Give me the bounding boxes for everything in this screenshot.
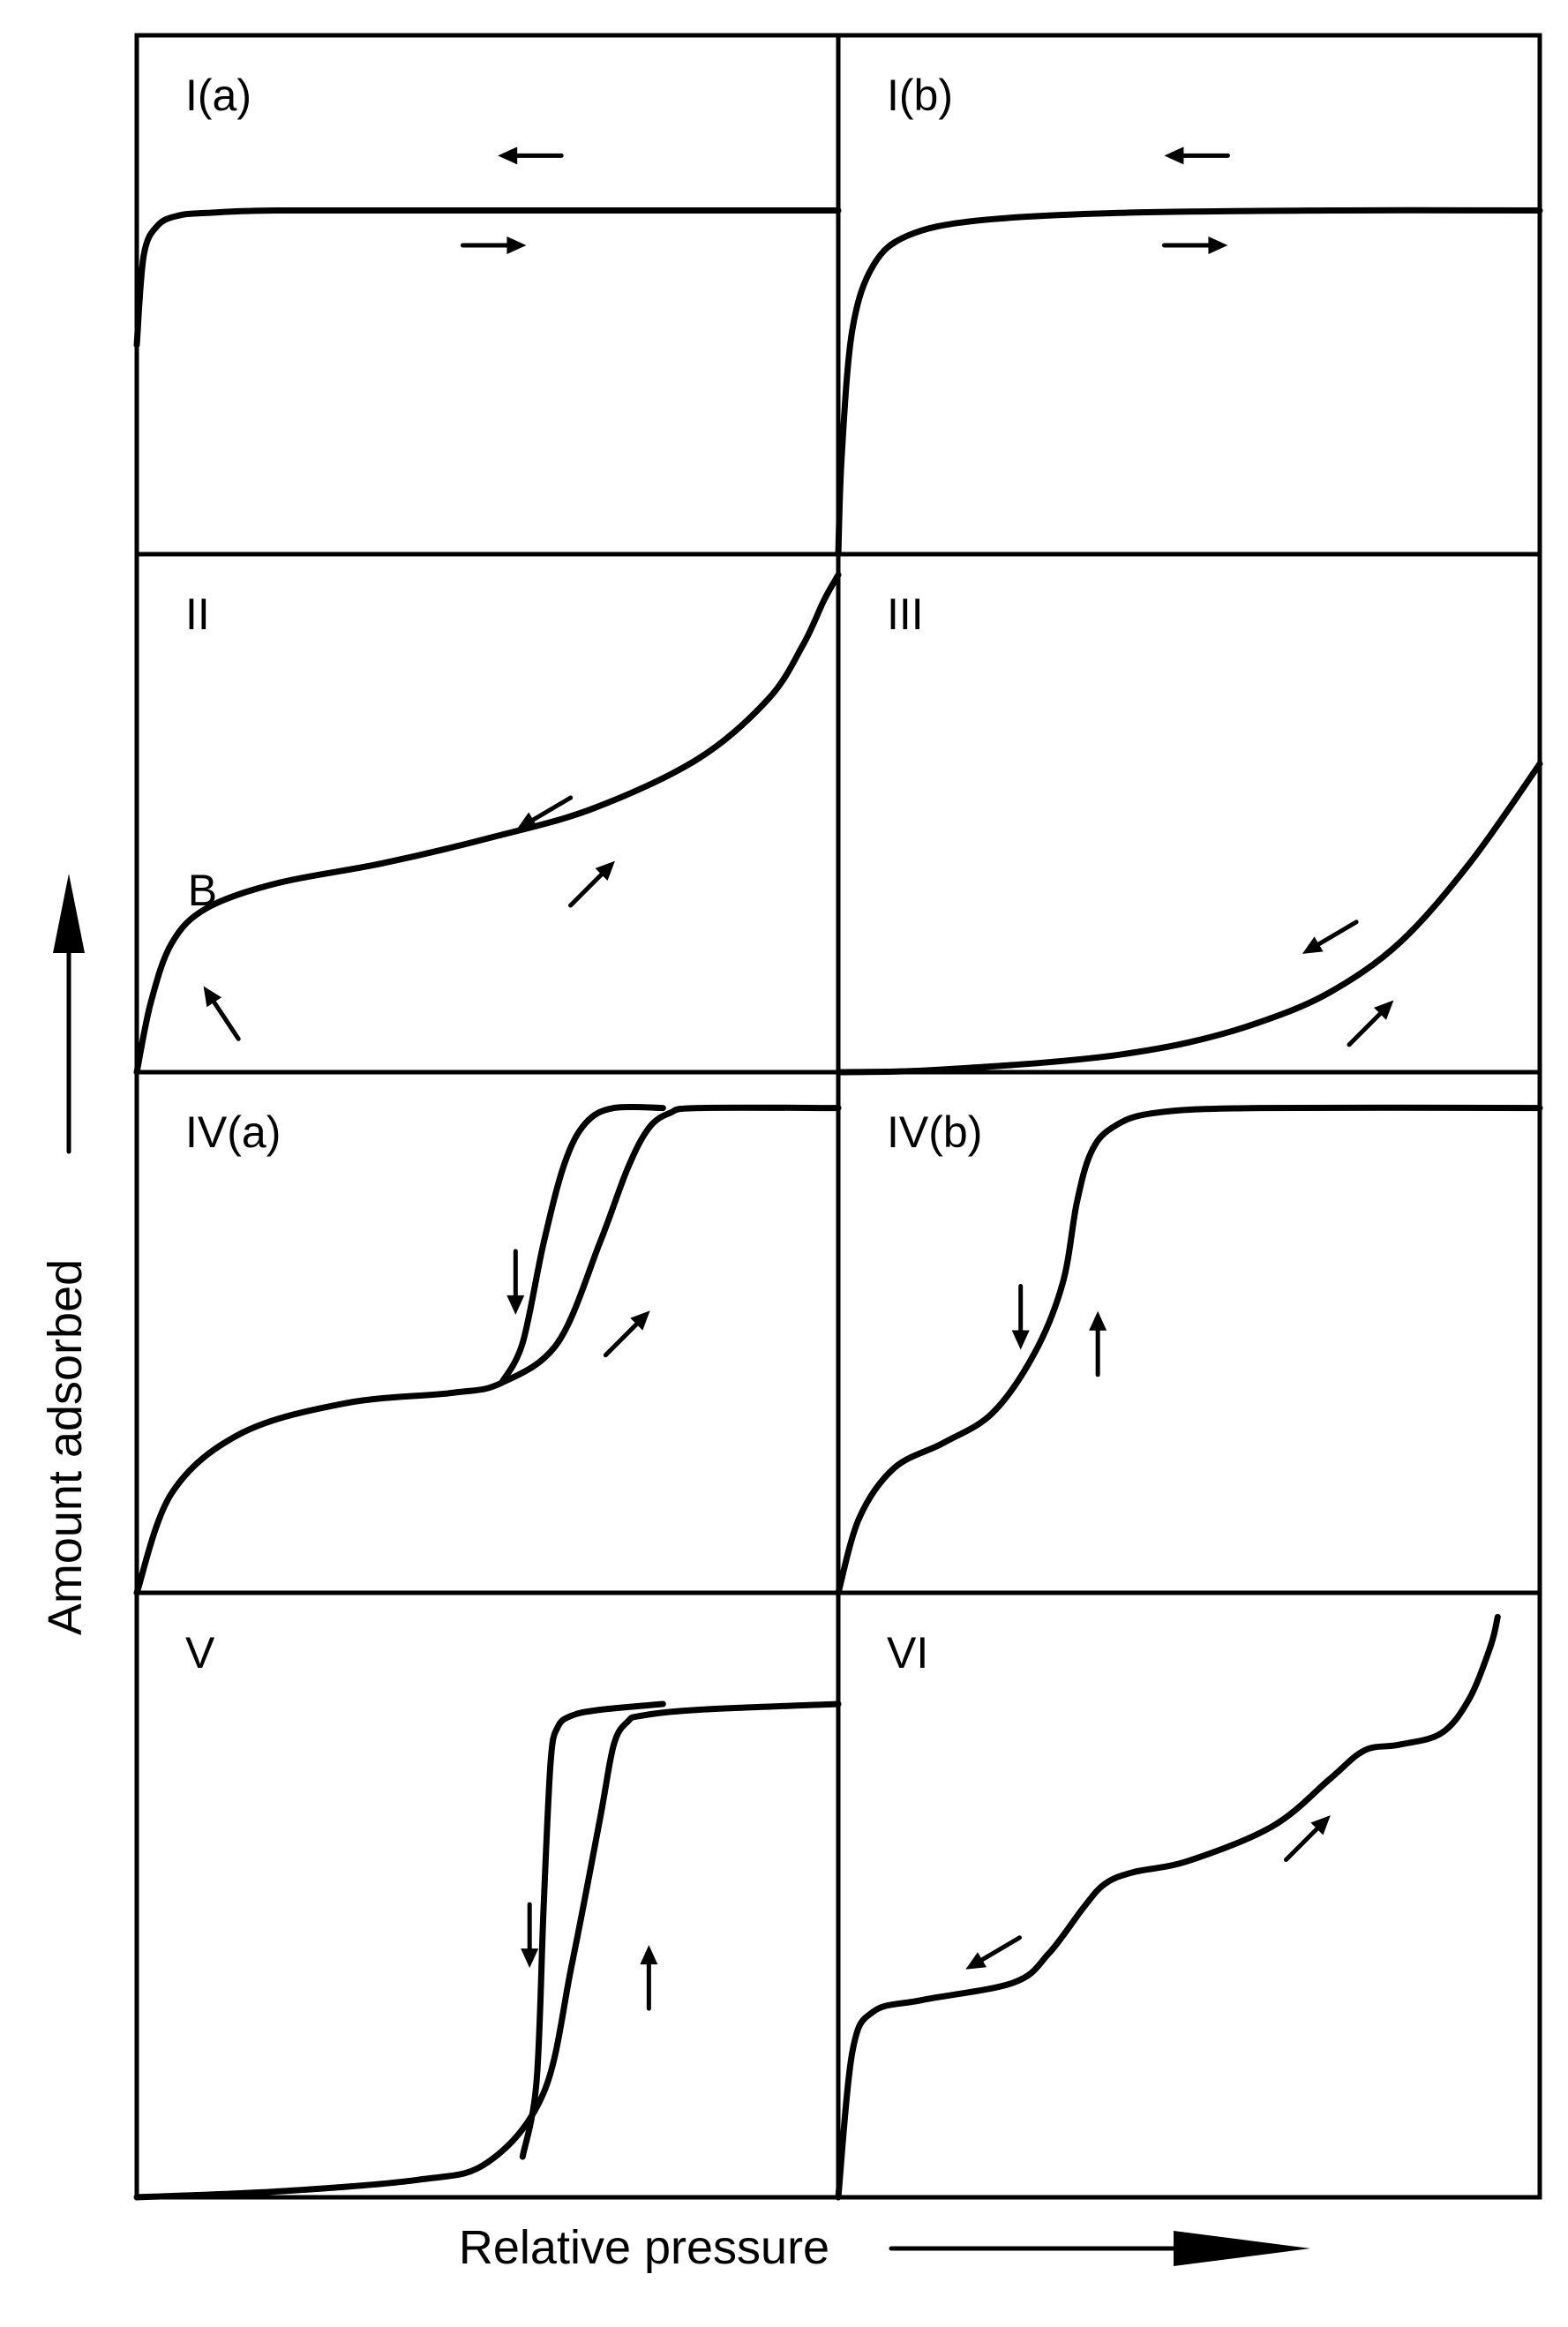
isotherm-curve [835, 761, 1543, 1076]
x-axis-arrow [889, 2231, 1310, 2266]
panel-label: V [185, 1628, 215, 1678]
direction-arrow [640, 1945, 658, 2011]
panels-layer: I(a) I(b) II B III IV(a) IV(b) V VI [133, 71, 1543, 2201]
direction-arrow [460, 236, 527, 255]
panel-vi: VI [835, 1613, 1501, 2201]
isotherm-curve [835, 1104, 1543, 1596]
direction-arrow [1011, 1283, 1030, 1350]
panel-label: IV(b) [887, 1107, 982, 1157]
x-axis-title: Relative pressure [459, 2221, 829, 2274]
direction-arrow [1283, 1815, 1331, 1862]
direction-arrow [521, 1902, 539, 1969]
y-axis-arrow [53, 874, 85, 1154]
direction-arrow [965, 1935, 1022, 1970]
direction-arrow [506, 1249, 525, 1315]
y-axis-title: Amount adsorbed [39, 1259, 92, 1635]
direction-arrow [1164, 146, 1230, 165]
panel-ii: II B [133, 572, 842, 1076]
isotherm-curve-adsorption [133, 1104, 842, 1596]
panel-iii: III [835, 589, 1543, 1076]
direction-arrow [1347, 1000, 1394, 1047]
panel-grid-frame [134, 33, 1542, 2200]
panel-label: I(b) [887, 71, 953, 120]
point-label: B [188, 866, 217, 915]
isotherm-curve-desorption [519, 1700, 666, 2160]
panel-ia: I(a) [133, 71, 842, 349]
direction-arrow [516, 795, 574, 829]
direction-arrow [1161, 236, 1228, 255]
isotherm-curve [133, 572, 842, 1076]
direction-arrow [1302, 920, 1359, 954]
panel-ivb: IV(b) [835, 1104, 1543, 1596]
panel-label: II [185, 589, 210, 639]
panel-label: III [887, 589, 924, 639]
isotherm-curve-adsorption [133, 1700, 842, 2201]
isotherm-curve-desorption [498, 1103, 666, 1386]
panel-ib: I(b) [835, 71, 1543, 558]
panel-label: VI [887, 1628, 928, 1678]
isotherm-curve [133, 206, 842, 349]
direction-arrow [568, 860, 615, 908]
panel-iva: IV(a) [133, 1103, 842, 1596]
direction-arrow [1089, 1310, 1107, 1377]
panel-v: V [133, 1628, 842, 2201]
direction-arrow [498, 146, 564, 165]
isotherm-curve [835, 206, 1543, 558]
direction-arrow [203, 986, 241, 1041]
direction-arrow [603, 1310, 650, 1358]
panel-label: IV(a) [185, 1107, 281, 1157]
panel-label: I(a) [185, 71, 251, 120]
isotherm-curve [835, 1613, 1501, 2201]
